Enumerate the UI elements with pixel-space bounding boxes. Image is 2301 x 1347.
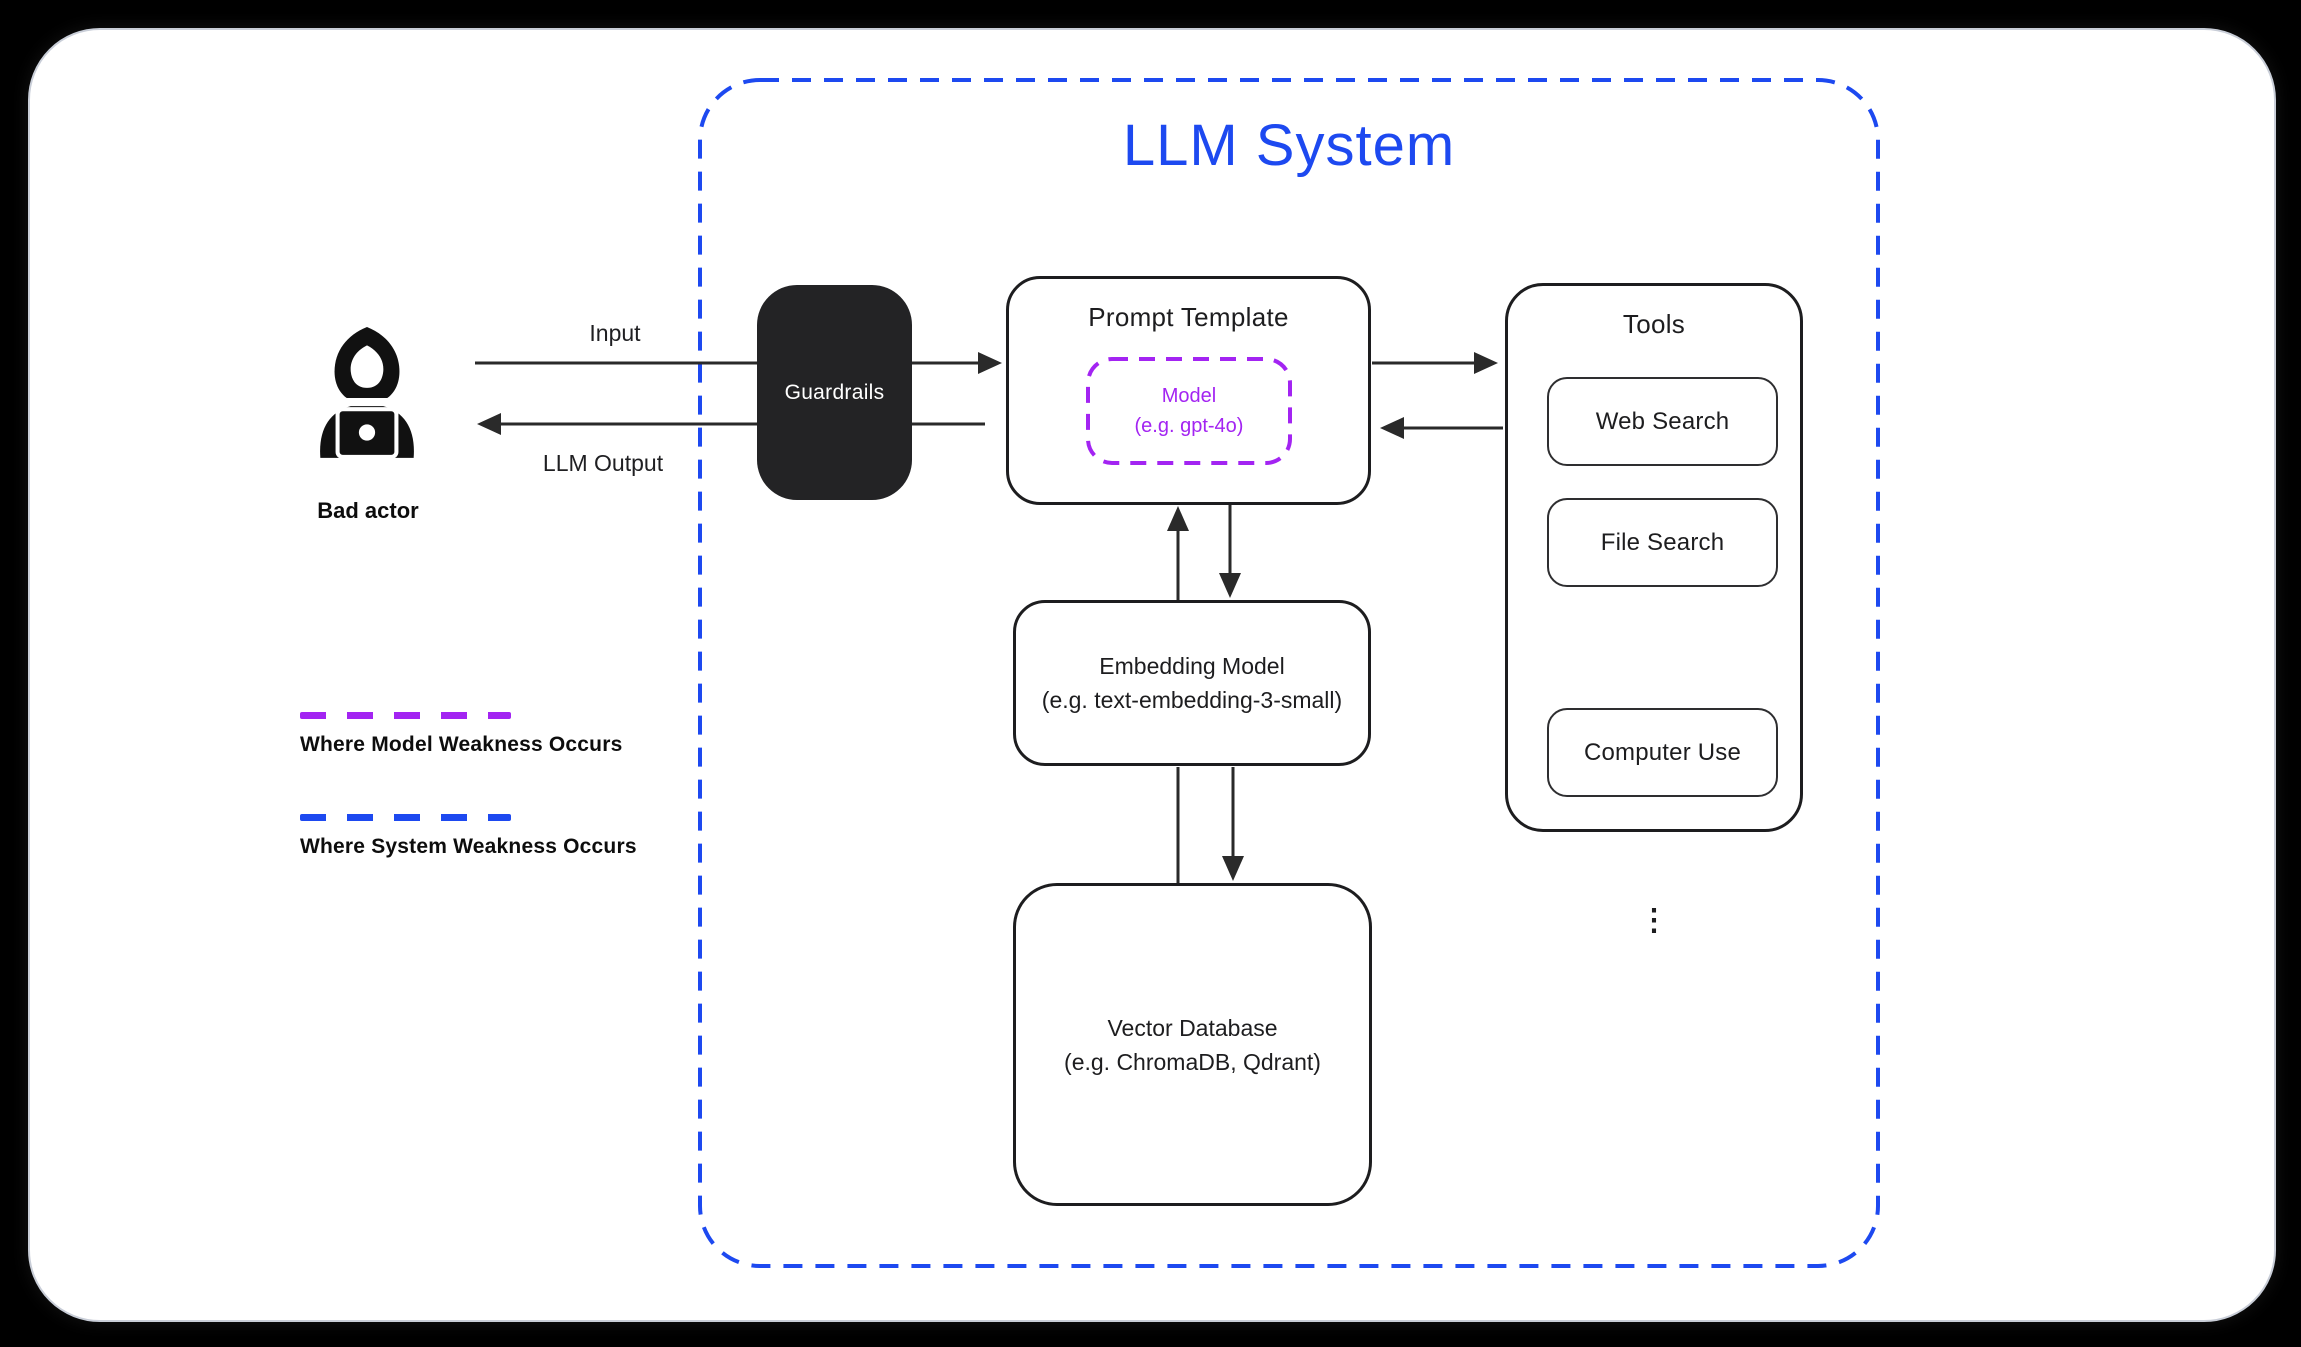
output-arrowhead-icon: [477, 413, 501, 435]
tool-computer-use: Computer Use: [1547, 708, 1778, 797]
tool-web-search: Web Search: [1547, 377, 1778, 466]
guardrails-box: Guardrails: [757, 285, 912, 500]
model-box: Model (e.g. gpt-4o): [1086, 357, 1292, 465]
model-example-label: (e.g. gpt-4o): [1134, 415, 1244, 437]
embedding-to-vectordb-arrowhead-icon: [1222, 856, 1244, 881]
tool-file-search: File Search: [1547, 498, 1778, 587]
bad-actor-icon: [320, 327, 414, 459]
vector-database-example-label: (e.g. ChromaDB, Qdrant): [1064, 1048, 1321, 1075]
tools-title: Tools: [1622, 309, 1686, 339]
embedding-model-example-label: (e.g. text-embedding-3-small): [1041, 687, 1343, 713]
vector-database-label: Vector Database: [1107, 1014, 1278, 1041]
input-flow-label: Input: [589, 320, 641, 346]
model-dashed-border: [1086, 357, 1292, 465]
prompt-to-tools-arrowhead-icon: [1474, 352, 1498, 374]
legend-system-weakness-label: Where System Weakness Occurs: [300, 835, 637, 858]
llm-system-title: LLM System: [1122, 113, 1456, 178]
embedding-model-box: Embedding Model (e.g. text-embedding-3-s…: [1013, 600, 1371, 766]
legend-model-weakness-dash-icon: [300, 712, 511, 719]
input-arrowhead-icon: [978, 352, 1002, 374]
tools-box: Tools Web Search File Search ⋮ Computer …: [1505, 283, 1803, 936]
tools-ellipsis-icon: ⋮: [1639, 904, 1669, 937]
embedding-model-label: Embedding Model: [1099, 653, 1285, 679]
embedding-to-prompt-arrowhead-icon: [1167, 506, 1189, 531]
prompt-template-title: Prompt Template: [1088, 302, 1289, 332]
guardrails-label: Guardrails: [784, 380, 885, 404]
legend-model-weakness-label: Where Model Weakness Occurs: [300, 733, 623, 756]
legend-system-weakness-dash-icon: [300, 814, 511, 821]
prompt-to-embedding-arrowhead-icon: [1219, 573, 1241, 598]
output-flow-label: LLM Output: [542, 450, 664, 476]
model-label: Model: [1161, 385, 1217, 407]
prompt-template-box: Prompt Template: [1006, 276, 1371, 505]
bad-actor-label: Bad actor: [317, 498, 419, 523]
tools-to-prompt-arrowhead-icon: [1380, 417, 1404, 439]
llm-system-boundary: [698, 78, 1880, 1268]
vector-database-box: Vector Database (e.g. ChromaDB, Qdrant): [1013, 883, 1372, 1206]
